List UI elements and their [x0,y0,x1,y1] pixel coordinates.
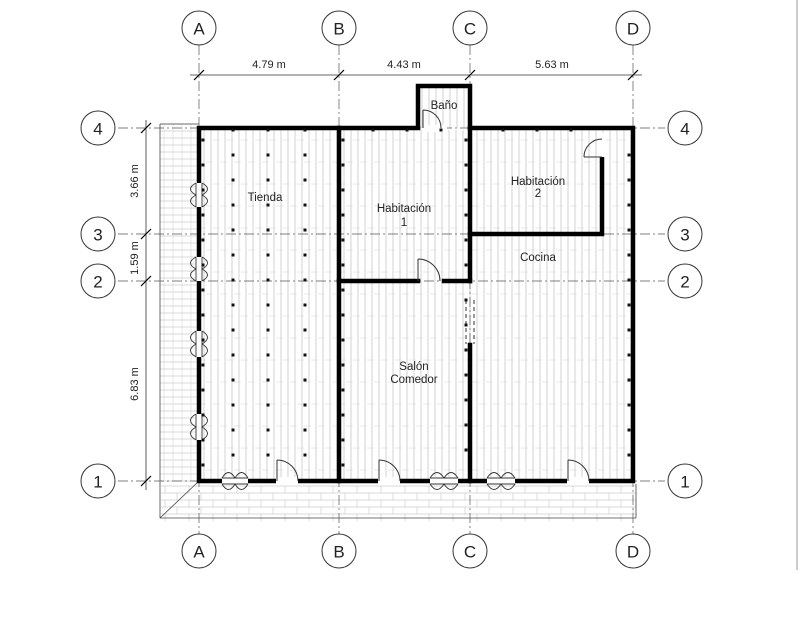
axis-bubble-a-bottom: A [181,533,217,569]
axis-bubble-1-left: 1 [80,463,116,499]
axis-bubble-2-left: 2 [80,263,116,299]
svg-text:2: 2 [93,273,102,292]
svg-text:1: 1 [93,473,102,492]
axis-bubble-d-bottom: D [615,533,651,569]
room-label-cocina: Cocina [520,252,556,264]
window [190,256,208,282]
svg-text:B: B [333,20,344,39]
axis-bubble-1-right: 1 [667,463,703,499]
window [190,182,208,208]
svg-text:A: A [193,20,205,39]
posts [201,128,631,467]
axis-bubble-b-top: B [321,10,357,46]
dim-4-3: 3.66 m [129,164,141,198]
dimension-labels: 4.79 m 4.43 m 5.63 m 3.66 m 1.59 m 6.83 … [129,59,569,401]
axis-bubble-3-right: 3 [667,216,703,252]
doors [276,109,603,482]
axis-bubbles: A B C D A B C D 4 3 2 1 4 3 2 1 [80,10,703,569]
door-salon-cocina [465,300,475,344]
svg-text:2: 2 [680,273,689,292]
svg-text:D: D [627,543,639,562]
window [190,330,208,358]
door-tienda-exterior [276,459,299,482]
svg-text:C: C [464,543,476,562]
window [429,472,459,490]
dim-3-2: 1.59 m [129,241,141,275]
walls [196,83,636,484]
axis-bubble-2-right: 2 [667,263,703,299]
axis-bubble-a-top: A [181,10,217,46]
axis-bubble-c-bottom: C [452,533,488,569]
axis-bubble-c-top: C [452,10,488,46]
dim-2-1: 6.83 m [129,367,141,401]
axis-bubble-b-bottom: B [321,533,357,569]
door-salon-exterior [378,459,401,482]
room-label-bano: Baño [431,100,458,112]
room-label-tienda: Tienda [248,192,283,204]
door-bano [422,109,442,129]
axis-bubble-3-left: 3 [80,216,116,252]
dim-b-c: 4.43 m [387,59,421,71]
door-habitacion-2 [583,138,603,158]
door-openings [195,125,606,485]
door-cocina-exterior [567,459,590,482]
svg-text:4: 4 [680,120,689,139]
svg-text:3: 3 [93,226,102,245]
svg-text:4: 4 [93,120,102,139]
svg-text:B: B [333,543,344,562]
dimension-lines [140,69,642,490]
windows [190,182,516,490]
svg-text:D: D [627,20,639,39]
window [486,472,516,490]
dim-a-b: 4.79 m [252,59,286,71]
dim-c-d: 5.63 m [535,59,569,71]
window [221,472,249,490]
svg-text:A: A [193,543,205,562]
axis-bubble-d-top: D [615,10,651,46]
door-salon [417,258,441,282]
svg-text:1: 1 [680,473,689,492]
axis-bubble-4-left: 4 [80,110,116,146]
svg-text:3: 3 [680,226,689,245]
axis-bubble-4-right: 4 [667,110,703,146]
floor-boards [159,88,637,521]
svg-text:C: C [464,20,476,39]
